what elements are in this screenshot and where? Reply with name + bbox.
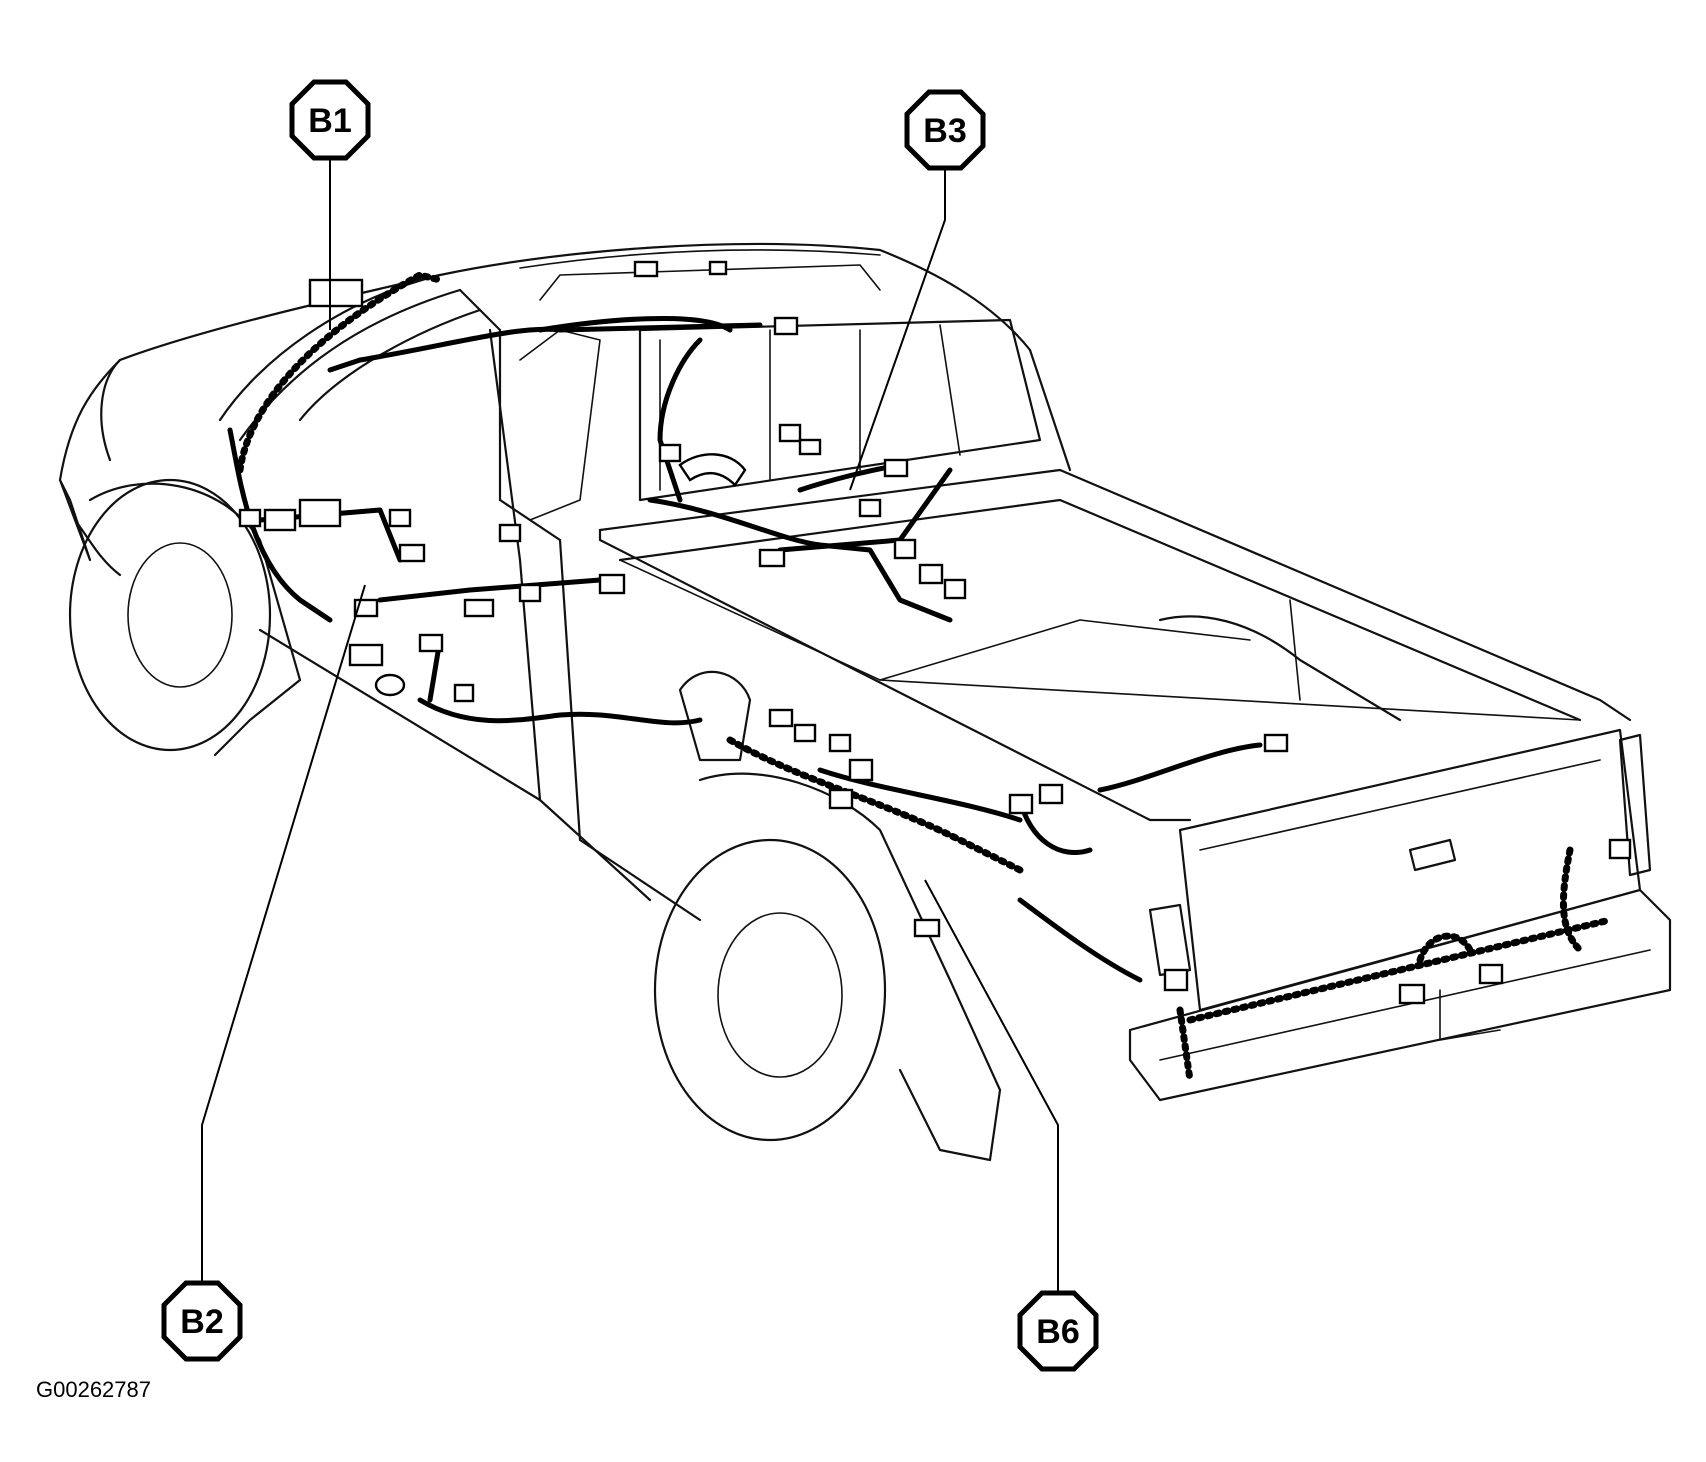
connector	[773, 316, 799, 336]
callout-label: B1	[308, 102, 351, 140]
grommet	[374, 673, 406, 697]
connector	[1008, 793, 1034, 815]
connector	[943, 578, 967, 600]
leader-b6	[924, 879, 1059, 1293]
connector	[893, 538, 917, 560]
connector	[768, 708, 794, 728]
connector	[828, 733, 852, 753]
connector	[1478, 963, 1504, 985]
connector	[758, 548, 786, 568]
harness-wires	[227, 271, 1614, 1084]
callout-label: B2	[180, 1303, 223, 1341]
callout-b1: B1	[289, 79, 371, 161]
connector	[418, 633, 444, 653]
connector	[308, 278, 364, 308]
connector	[658, 443, 682, 463]
callout-b6: B6	[1017, 1290, 1099, 1372]
connector	[1038, 783, 1064, 805]
connector	[858, 498, 882, 518]
connector	[263, 508, 297, 532]
leader-b3	[849, 165, 946, 491]
duct	[678, 453, 747, 487]
figure-id: G00262787	[36, 1377, 151, 1402]
connector	[518, 583, 542, 603]
connector	[453, 683, 475, 703]
connector	[298, 498, 342, 528]
connector	[1263, 733, 1289, 753]
connector	[793, 723, 817, 743]
callout-label: B6	[1036, 1313, 1079, 1351]
leader-b2	[201, 584, 366, 1283]
connector	[778, 423, 802, 443]
connector	[828, 788, 854, 810]
connector	[348, 643, 384, 667]
connector	[598, 573, 626, 595]
connector	[1608, 838, 1632, 860]
truck-outline	[58, 242, 1672, 1162]
connector	[918, 563, 944, 585]
callout-b3: B3	[904, 89, 986, 171]
connector	[238, 508, 262, 528]
connector	[498, 523, 522, 543]
connector	[883, 458, 909, 478]
connector	[353, 598, 379, 618]
connector	[633, 260, 659, 278]
connector	[388, 508, 412, 528]
callout-label: B3	[923, 112, 966, 150]
connectors	[238, 260, 1632, 1005]
connector	[1398, 983, 1426, 1005]
callout-b2: B2	[161, 1280, 243, 1362]
connector	[398, 543, 426, 563]
connector	[1163, 968, 1189, 992]
connector	[708, 260, 728, 276]
callout-leaders	[201, 155, 1059, 1293]
connector	[848, 758, 874, 782]
connector	[913, 918, 941, 938]
connector	[798, 438, 822, 456]
connector	[463, 598, 495, 618]
